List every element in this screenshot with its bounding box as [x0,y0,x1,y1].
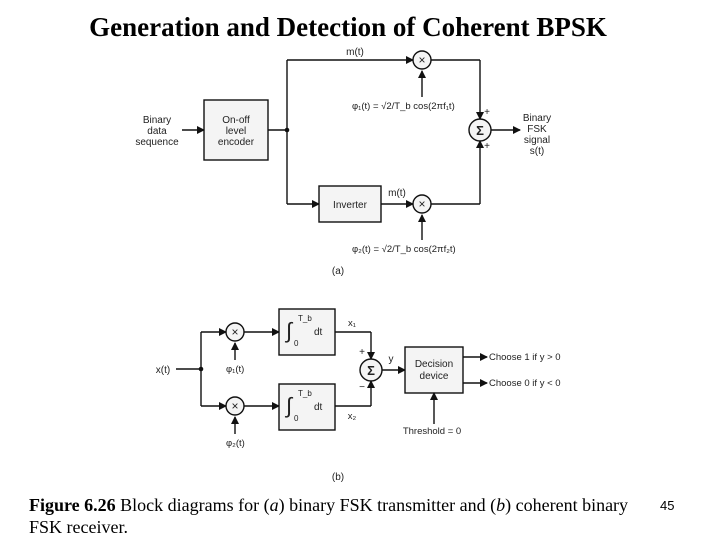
tx-output-label-line3: signal [524,135,550,146]
x1-label: x₁ [348,318,356,329]
rx-summer-symbol: Σ [367,363,375,378]
x2-label: x₂ [348,411,357,422]
choose1-label: Choose 1 if y > 0 [489,352,561,363]
rx-phi1-label: φ₁(t) [226,364,244,375]
tx-sublabel: (a) [332,266,344,277]
tx-output-label-line4: s(t) [530,146,544,157]
figure-caption: Figure 6.26 Block diagrams for (a) binar… [29,494,649,538]
integrator-bottom-upper-limit: T_b [298,389,312,398]
rx-input-label: x(t) [156,365,170,376]
inverter-label: Inverter [333,200,368,211]
tx-multiplier-bottom-symbol: × [418,197,425,211]
tx-input-label-line2: data [147,126,167,137]
encoder-label-line1: On-off [222,115,250,126]
phi1-carrier-label: φ₁(t) = √2/T_b cos(2πf₁t) [352,101,455,112]
caption-text-1: Block diagrams for ( [115,495,270,515]
caption-text-2: ) binary FSK transmitter and ( [278,495,497,515]
m-top-label: m(t) [346,47,364,58]
integrator-top-dt: dt [314,327,323,338]
integrator-top-symbol: ∫ [284,318,294,343]
caption-part-b: b [496,495,506,515]
tx-summer-symbol: Σ [476,123,484,138]
tx-input-label-line1: Binary [143,115,171,126]
rx-multiplier-bottom-symbol: × [231,399,238,413]
receiver-diagram: x(t) × × φ₁(t) φ₂(t) ∫ T_b 0 dt ∫ T_b 0 … [156,308,561,483]
threshold-label: Threshold = 0 [403,426,461,437]
figure-number: Figure 6.26 [29,495,116,515]
rx-sum-plus: + [359,347,365,358]
tx-sum-plus-bottom: + [484,141,490,152]
on-off-level-encoder-box [203,99,269,161]
integrator-bottom-dt: dt [314,402,323,413]
rx-phi2-label: φ₂(t) [226,438,245,449]
y-label: y [389,354,394,365]
decision-label-line2: device [420,371,449,382]
transmitter-diagram: Binary data sequence On-off level encode… [135,47,551,277]
decision-device-box [404,346,464,394]
caption-part-a: a [269,495,279,515]
rx-sum-minus: − [359,382,365,393]
choose0-label: Choose 0 if y < 0 [489,378,561,389]
integrator-bottom-symbol: ∫ [284,393,294,418]
encoder-label-line2: level [226,126,247,137]
integrator-top-upper-limit: T_b [298,314,312,323]
decision-label-line1: Decision [415,359,453,370]
tx-output-label-line1: Binary [523,113,551,124]
caption-text-3: ) coherent binary FSK receiver. [29,495,629,537]
phi2-carrier-label: φ₂(t) = √2/T_b cos(2πf₂t) [352,244,456,255]
tx-sum-plus-top: + [484,107,490,118]
slide-number: 45 [660,498,675,513]
integrator-top-lower-limit: 0 [294,339,299,348]
encoder-label-line3: encoder [218,137,255,148]
tx-multiplier-top-symbol: × [418,53,425,67]
slide-title: Generation and Detection of Coherent BPS… [89,12,607,42]
m-bottom-label: m(t) [388,188,406,199]
tx-input-label-line3: sequence [135,137,179,148]
rx-sublabel: (b) [332,472,344,483]
integrator-bottom-lower-limit: 0 [294,414,299,423]
rx-multiplier-top-symbol: × [231,325,238,339]
integrator-bottom-box [278,383,336,431]
tx-output-label-line2: FSK [527,124,547,135]
